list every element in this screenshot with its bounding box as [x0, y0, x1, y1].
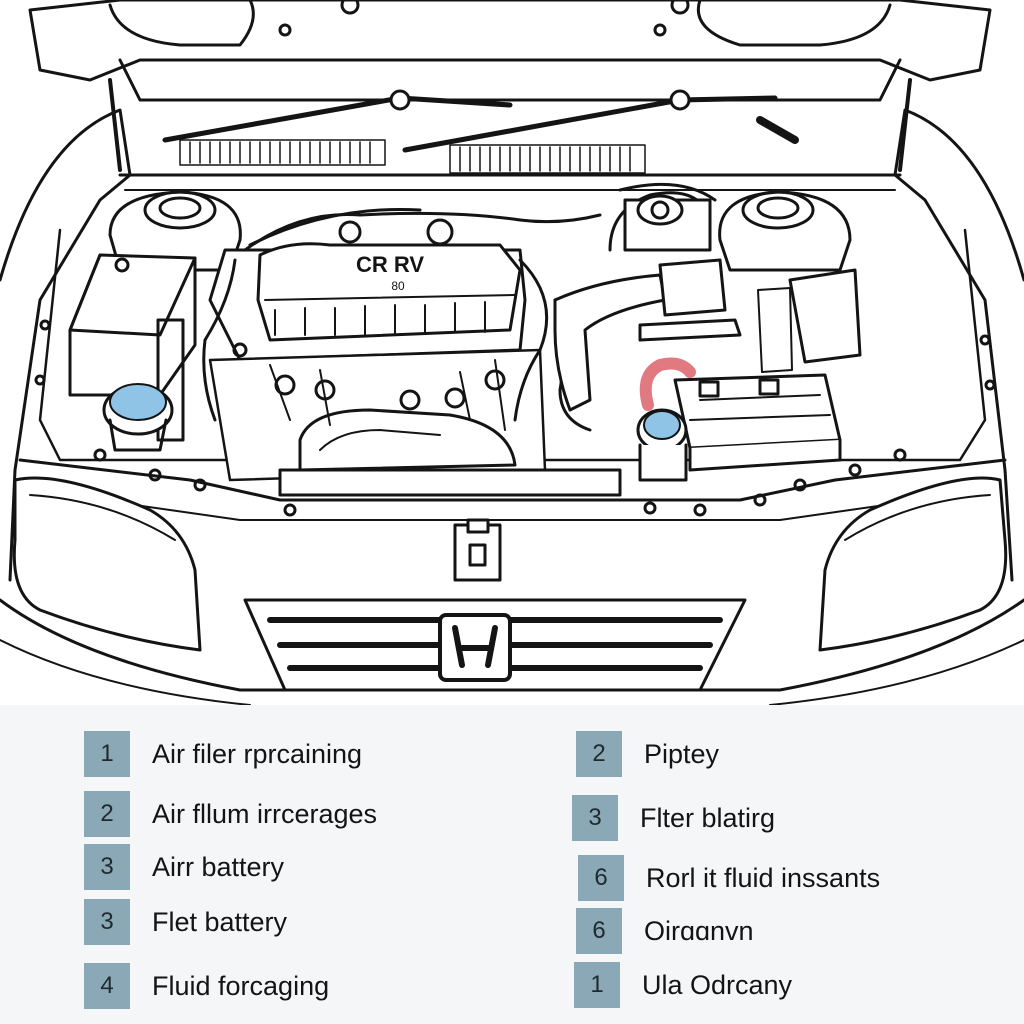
- legend-label: Flter blatirg: [640, 802, 776, 833]
- legend-number-badge: 1: [574, 962, 620, 1008]
- legend-label: Fluid forcaging: [152, 970, 330, 1001]
- legend-number-badge: 3: [84, 844, 130, 890]
- battery: [673, 373, 842, 472]
- windshield-wipers: [162, 89, 799, 153]
- engine-model-text: CR RV: [356, 252, 424, 277]
- legend-number-badge: 4: [84, 963, 130, 1009]
- legend-item: 6 Oirɑɑnvn: [576, 908, 754, 954]
- brake-fluid-reservoir: [623, 194, 742, 342]
- hood: [28, 0, 992, 172]
- legend-label: Air filer rprcaining: [152, 738, 363, 769]
- left-strut-tower: [108, 190, 242, 272]
- legend-item: 2 Air fllum irrcerages: [84, 791, 377, 837]
- right-headlight: [818, 476, 1008, 652]
- air-intake-tube: [553, 258, 727, 412]
- parts-legend: 1 Air filer rprcaining 2 Air fllum irrce…: [0, 705, 1024, 1024]
- red-hose: [639, 357, 696, 411]
- engine-block: [208, 242, 622, 497]
- legend-item: 3 Flet battery: [84, 899, 287, 945]
- honda-logo-badge: [438, 613, 512, 682]
- legend-number-badge: 2: [84, 791, 130, 837]
- legend-item: 3 Flter blatirg: [572, 795, 775, 841]
- fuse-box: [757, 268, 862, 373]
- legend-item: 3 Airr battery: [84, 844, 284, 890]
- legend-item: 1 Air filer rprcaining: [84, 731, 362, 777]
- right-strut-tower: [718, 190, 852, 272]
- legend-number-badge: 3: [84, 899, 130, 945]
- legend-item: 2 Piptey: [576, 731, 719, 777]
- legend-item: 4 Fluid forcaging: [84, 963, 329, 1009]
- fluid-cap-left: [102, 383, 174, 452]
- engine-bay-illustration: CR RV 80: [0, 0, 1024, 706]
- legend-item: 6 Rorl it fluid inssants: [578, 855, 880, 901]
- coolant-reservoir: [68, 253, 197, 442]
- legend-item: 1 Ula Odrcany: [574, 962, 792, 1008]
- legend-label: Flet battery: [152, 906, 288, 937]
- legend-label: Piptey: [644, 738, 720, 769]
- legend-number-badge: 6: [578, 855, 624, 901]
- legend-label: Rorl it fluid inssants: [646, 862, 881, 893]
- legend-number-badge: 2: [576, 731, 622, 777]
- front-bumper: [0, 598, 1024, 706]
- legend-number-badge: 3: [572, 795, 618, 841]
- engine-cover-label: CR RV 80: [356, 252, 424, 293]
- left-headlight: [12, 476, 202, 652]
- legend-label: Airr battery: [152, 851, 285, 882]
- legend-number-badge: 6: [576, 908, 622, 954]
- cowl-vents: [179, 139, 646, 174]
- legend-label: Ula Odrcany: [642, 969, 793, 1000]
- engine-sub-text: 80: [391, 279, 405, 293]
- legend-label: Oirɑɑnvn: [644, 915, 754, 946]
- fluid-cap-right: [636, 408, 688, 482]
- legend-label: Air fllum irrcerages: [152, 798, 378, 829]
- hood-latch: [453, 518, 502, 582]
- legend-number-badge: 1: [84, 731, 130, 777]
